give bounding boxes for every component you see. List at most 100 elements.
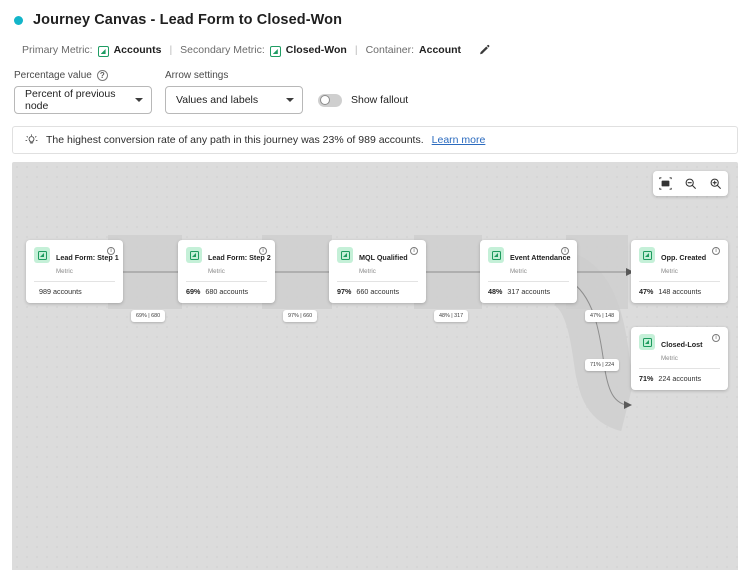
insight-banner: The highest conversion rate of any path … — [12, 126, 738, 154]
percentage-value-label: Percentage value — [14, 70, 92, 81]
node-subtitle: Metric — [661, 355, 678, 362]
learn-more-link[interactable]: Learn more — [431, 134, 486, 146]
edge-label[interactable]: 47% | 148 — [585, 310, 620, 322]
info-icon[interactable]: i — [259, 247, 267, 255]
node-footer: 71% 224 accounts — [639, 369, 720, 390]
arrow-settings-selected: Values and labels — [176, 94, 259, 106]
edge-label[interactable]: 71% | 224 — [585, 359, 620, 371]
node-card[interactable]: Event Attendance Metric i 48% 317 accoun… — [480, 240, 577, 303]
node-title: Closed-Lost — [661, 340, 703, 349]
node-card[interactable]: Opp. Created Metric i 47% 148 accounts — [631, 240, 728, 303]
divider — [639, 368, 720, 369]
help-icon[interactable]: ? — [96, 70, 108, 81]
arrow-settings-label: Arrow settings — [165, 70, 229, 81]
metric-icon — [269, 46, 281, 57]
node-subtitle: Metric — [56, 268, 73, 275]
node-title-group: Event Attendance Metric — [510, 247, 570, 275]
flow-connectors — [108, 235, 637, 432]
toggle-knob — [319, 95, 330, 105]
arrow-head — [626, 268, 634, 276]
percentage-value-selected: Percent of previous node — [25, 88, 116, 112]
primary-metric-label: Primary Metric: — [22, 44, 93, 56]
arrow-settings-group: Arrow settings Values and labels — [165, 70, 303, 114]
chevron-down-icon — [135, 98, 143, 102]
info-icon[interactable]: i — [107, 247, 115, 255]
node-header: Closed-Lost Metric i — [639, 334, 720, 362]
node-header: Lead Form: Step 2 Metric i — [186, 247, 271, 275]
node-title: Lead Form: Step 2 — [208, 253, 271, 262]
node-title: MQL Qualified — [359, 253, 408, 262]
node-footer: 69% 680 accounts — [186, 282, 267, 303]
divider — [34, 281, 115, 282]
node-subtitle: Metric — [510, 268, 527, 275]
zoom-in-icon[interactable] — [703, 171, 728, 196]
edge-label[interactable]: 69% | 680 — [131, 310, 166, 322]
metric-node-icon — [186, 247, 202, 263]
arrow-settings-label-row: Arrow settings — [165, 70, 303, 81]
divider — [488, 281, 569, 282]
node-subtitle: Metric — [208, 268, 225, 275]
node-title-group: Lead Form: Step 2 Metric — [208, 247, 271, 275]
secondary-metric-label: Secondary Metric: — [180, 44, 265, 56]
show-fallout-toggle[interactable] — [318, 93, 342, 107]
metric-node-icon — [488, 247, 504, 263]
show-fallout-group: Show fallout — [318, 86, 408, 114]
metric-node-icon — [34, 247, 50, 263]
insight-banner-text: The highest conversion rate of any path … — [46, 134, 424, 146]
node-title: Event Attendance — [510, 253, 571, 262]
primary-metric-value[interactable]: Accounts — [113, 44, 162, 56]
node-title: Lead Form: Step 1 — [56, 253, 119, 262]
node-count: 660 accounts — [356, 287, 400, 296]
node-percent: 97% — [337, 287, 352, 296]
divider — [639, 281, 720, 282]
canvas-controls: Percentage value ? Percent of previous n… — [0, 58, 750, 114]
node-card[interactable]: Closed-Lost Metric i 71% 224 accounts — [631, 327, 728, 390]
node-title-group: MQL Qualified Metric — [359, 247, 408, 275]
node-count: 148 accounts — [658, 287, 702, 296]
info-icon[interactable]: i — [561, 247, 569, 255]
node-card[interactable]: Lead Form: Step 2 Metric i 69% 680 accou… — [178, 240, 275, 303]
show-fallout-label: Show fallout — [351, 94, 409, 106]
metric-node-icon — [639, 334, 655, 350]
percentage-value-select[interactable]: Percent of previous node — [14, 86, 152, 114]
node-footer: 48% 317 accounts — [488, 282, 569, 303]
zoom-out-icon[interactable] — [678, 171, 703, 196]
arrow-settings-select[interactable]: Values and labels — [165, 86, 303, 114]
journey-canvas[interactable]: Lead Form: Step 1 Metric i 989 accounts … — [12, 162, 738, 570]
metric-summary-bar: Primary Metric: Accounts | Secondary Met… — [0, 32, 750, 58]
edge-label[interactable]: 48% | 317 — [434, 310, 469, 322]
node-title-group: Opp. Created Metric — [661, 247, 706, 275]
chevron-down-icon — [286, 98, 294, 102]
container-value[interactable]: Account — [419, 44, 462, 56]
info-icon[interactable]: i — [712, 334, 720, 342]
node-percent: 47% — [639, 287, 654, 296]
container-label: Container: — [365, 44, 415, 56]
metric-node-icon — [639, 247, 655, 263]
info-icon[interactable]: i — [712, 247, 720, 255]
node-card[interactable]: Lead Form: Step 1 Metric i 989 accounts — [26, 240, 123, 303]
secondary-metric-value[interactable]: Closed-Won — [285, 44, 347, 56]
meta-separator: | — [169, 44, 173, 56]
node-footer: 989 accounts — [34, 282, 115, 303]
pencil-icon[interactable] — [478, 44, 491, 57]
node-percent: 69% — [186, 287, 201, 296]
meta-separator: | — [354, 44, 358, 56]
fit-to-screen-icon[interactable] — [653, 171, 678, 196]
metric-node-icon — [337, 247, 353, 263]
metric-icon — [97, 46, 109, 57]
percentage-value-group: Percentage value ? Percent of previous n… — [14, 70, 152, 114]
arrow-head — [624, 401, 632, 409]
node-title-group: Closed-Lost Metric — [661, 334, 706, 362]
node-count: 989 accounts — [39, 287, 82, 296]
info-icon[interactable]: i — [410, 247, 418, 255]
node-title: Opp. Created — [661, 253, 707, 262]
canvas-toolbar — [653, 171, 728, 196]
status-dot-icon — [14, 15, 23, 25]
edge-label[interactable]: 97% | 660 — [283, 310, 318, 322]
node-card[interactable]: MQL Qualified Metric i 97% 660 accounts — [329, 240, 426, 303]
lightbulb-icon — [25, 133, 38, 147]
node-percent: 71% — [639, 374, 654, 383]
node-percent: 48% — [488, 287, 503, 296]
node-title-group: Lead Form: Step 1 Metric — [56, 247, 119, 275]
node-subtitle: Metric — [359, 268, 376, 275]
